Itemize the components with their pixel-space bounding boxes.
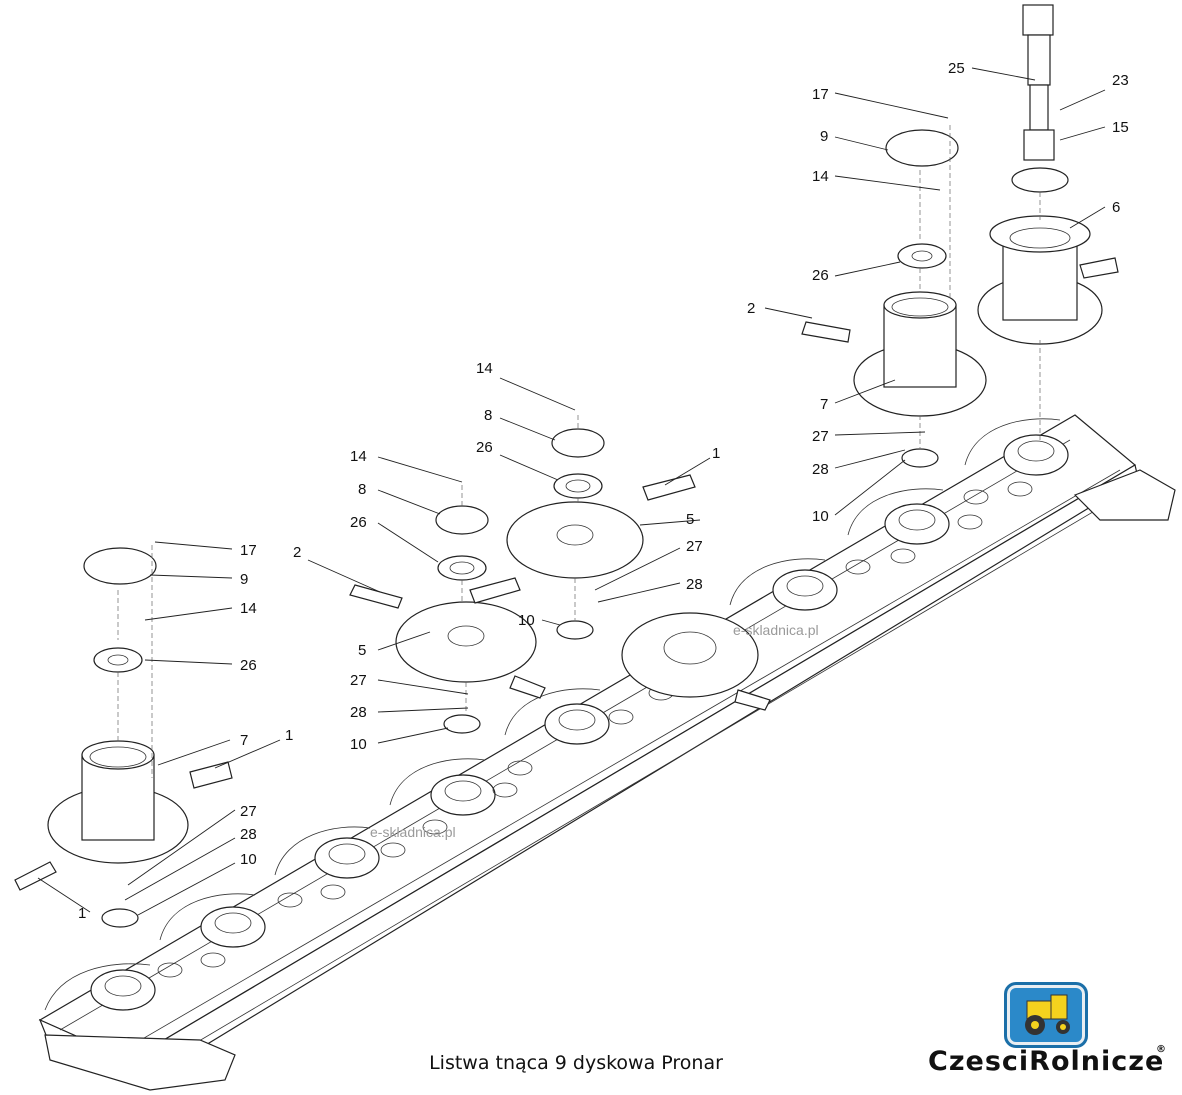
label-c3-5: 5	[686, 511, 694, 528]
tractor-icon	[1004, 982, 1088, 1048]
hub-7	[884, 503, 950, 545]
label-c3-10: 10	[518, 612, 535, 629]
hub-1	[90, 969, 156, 1011]
label-c4-14: 14	[812, 168, 829, 185]
hub-6	[772, 569, 838, 611]
drive-assembly	[977, 4, 1119, 440]
label-c1-28: 28	[240, 826, 257, 843]
label-c5-25: 25	[948, 60, 965, 77]
mounted-disc	[621, 612, 771, 711]
skid-shoes	[44, 418, 1061, 1011]
label-c2-28: 28	[350, 704, 367, 721]
label-c1-7: 7	[240, 732, 248, 749]
label-c2-26: 26	[350, 514, 367, 531]
label-c2-8: 8	[358, 481, 366, 498]
label-c5-23: 23	[1112, 72, 1129, 89]
label-c3-1: 1	[712, 445, 720, 462]
brand-name: CzesciRolnicze	[928, 1046, 1165, 1077]
label-c2-5: 5	[358, 642, 366, 659]
right-drum-assembly	[801, 125, 987, 468]
label-c4-2: 2	[747, 300, 755, 317]
label-c1-1a: 1	[285, 727, 293, 744]
label-c4-27: 27	[812, 428, 829, 445]
hub-3	[314, 837, 380, 879]
label-c4-10: 10	[812, 508, 829, 525]
hub-5	[544, 703, 610, 745]
label-c3-27: 27	[686, 538, 703, 555]
part-labels: 17 9 14 26 7 1 27 28 10 1 14 8 26 2 5 27…	[78, 60, 1129, 922]
watermark-1: e-skladnica.pl	[733, 622, 819, 638]
label-c3-8: 8	[484, 407, 492, 424]
label-c4-7: 7	[820, 396, 828, 413]
registered-mark: ®	[1156, 1044, 1166, 1055]
label-c2-27: 27	[350, 672, 367, 689]
label-c1-9: 9	[240, 571, 248, 588]
left-drum-assembly	[14, 545, 233, 928]
disc-assembly-2	[349, 485, 546, 734]
watermark-2: e-skladnica.pl	[370, 824, 456, 840]
label-c2-14: 14	[350, 448, 367, 465]
label-c4-28: 28	[812, 461, 829, 478]
label-c4-26: 26	[812, 267, 829, 284]
label-c3-14: 14	[476, 360, 493, 377]
brand-logo-block: CzesciRolnicze ®	[928, 982, 1173, 1082]
label-c4-9: 9	[820, 128, 828, 145]
label-c5-15: 15	[1112, 119, 1129, 136]
label-c1-27: 27	[240, 803, 257, 820]
label-c1-17: 17	[240, 542, 257, 559]
disc-assembly-3	[469, 415, 696, 640]
leader-lines	[37, 67, 1106, 916]
hub-4	[430, 774, 496, 816]
label-c2-2: 2	[293, 544, 301, 561]
label-c3-26: 26	[476, 439, 493, 456]
hub-2	[200, 906, 266, 948]
label-c2-10: 10	[350, 736, 367, 753]
label-c1-1b: 1	[78, 905, 86, 922]
label-c1-10: 10	[240, 851, 257, 868]
label-c1-26: 26	[240, 657, 257, 674]
label-c3-28: 28	[686, 576, 703, 593]
diagram-caption: Listwa tnąca 9 dyskowa Pronar	[429, 1052, 723, 1074]
label-c4-17: 17	[812, 86, 829, 103]
label-c1-14: 14	[240, 600, 257, 617]
hub-8	[1003, 434, 1069, 476]
label-c5-6: 6	[1112, 199, 1120, 216]
disk-hubs	[44, 418, 1069, 1011]
